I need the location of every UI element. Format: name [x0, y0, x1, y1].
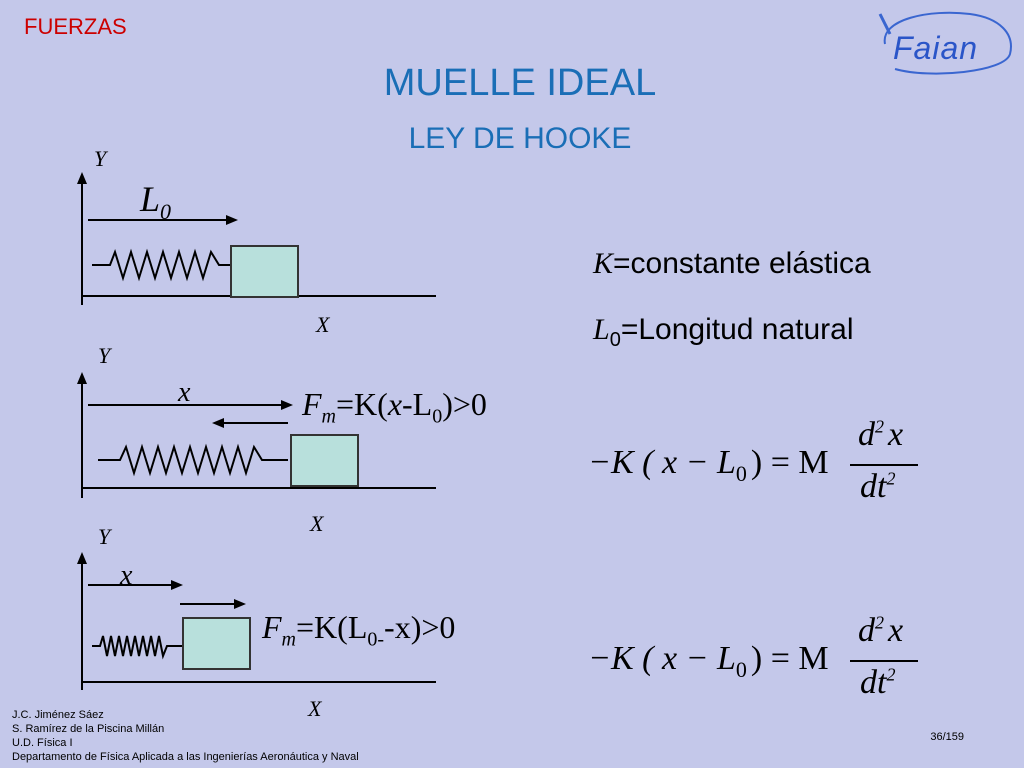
fraction-bar [850, 464, 918, 466]
footer-author-1: J.C. Jiménez Sáez [12, 709, 104, 721]
spring-diagram-stretched [77, 372, 436, 498]
force-formula-stretch: Fm=K(x-L0)>0 [302, 386, 487, 428]
footer-author-2: S. Ramírez de la Piscina Millán [12, 723, 165, 735]
slide-subtitle: LEY DE HOOKE [408, 122, 632, 155]
equation-denominator: dt2 [860, 664, 896, 701]
displacement-label: x [178, 377, 191, 408]
force-formula-compress: Fm=K(L0--x)>0 [262, 609, 456, 651]
y-axis-label: Y [98, 524, 111, 549]
natural-length-label: L0 [140, 179, 172, 225]
spring-diagram-natural [77, 172, 436, 305]
x-axis-label: X [310, 511, 324, 536]
fraction-bar [850, 660, 918, 662]
equation-lhs: −K ( x − L0) = M [588, 444, 829, 486]
x-axis-label: X [316, 312, 330, 337]
equation-denominator: dt2 [860, 468, 896, 505]
y-axis-label: Y [94, 146, 107, 171]
definition-k: K=constante elástica [593, 247, 871, 280]
faian-logo [878, 11, 1012, 75]
equation-lhs: −K ( x − L0) = M [588, 640, 829, 682]
footer-department: Departamento de Física Aplicada a las In… [12, 751, 359, 763]
mass-block [230, 245, 299, 298]
footer-unit: U.D. Física I [12, 737, 73, 749]
x-axis-label: X [308, 696, 322, 721]
logo-text: Faian [893, 30, 979, 66]
spring-diagram-compressed [77, 552, 436, 690]
slide-title: MUELLE IDEAL [383, 62, 657, 104]
topic-label: FUERZAS [24, 14, 127, 39]
definition-l0: L0=Longitud natural [593, 313, 854, 351]
page-number: 36/159 [930, 731, 964, 743]
displacement-label: x [120, 560, 133, 591]
mass-block [182, 617, 251, 670]
y-axis-label: Y [98, 343, 111, 368]
mass-block [290, 434, 359, 487]
